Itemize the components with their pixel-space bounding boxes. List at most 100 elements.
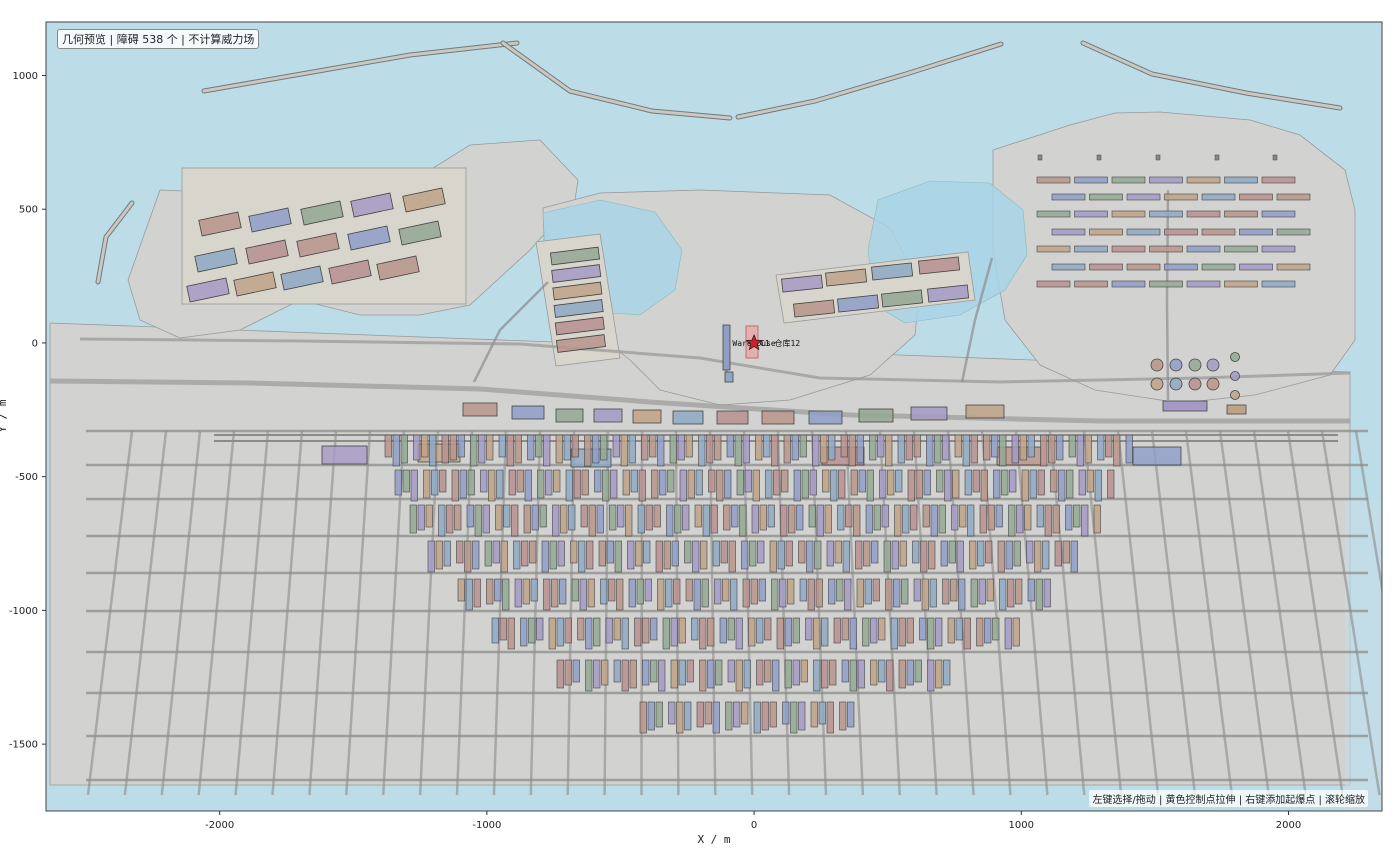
container <box>1015 578 1023 605</box>
building <box>554 316 605 336</box>
container <box>999 434 1007 467</box>
breakwater-fill <box>202 41 519 93</box>
marker-post <box>1096 154 1102 161</box>
container <box>684 701 692 731</box>
container <box>726 434 734 458</box>
container <box>725 701 733 731</box>
container <box>720 540 728 564</box>
container <box>548 617 556 650</box>
y-tick-label: -1500 <box>9 740 38 751</box>
y-tick-label: -1000 <box>9 606 38 617</box>
container <box>787 578 795 605</box>
container <box>736 469 744 496</box>
container <box>578 540 586 573</box>
container <box>821 659 829 689</box>
container <box>651 469 659 499</box>
container <box>761 701 769 731</box>
container <box>986 578 994 602</box>
building <box>825 268 868 287</box>
container <box>502 578 510 611</box>
container <box>707 659 715 689</box>
container <box>751 504 759 534</box>
container <box>722 578 730 602</box>
container <box>410 469 418 502</box>
container <box>983 434 991 461</box>
building <box>1149 245 1183 253</box>
container <box>1070 540 1078 573</box>
container <box>881 504 889 528</box>
map-canvas[interactable]: WarehouseC1 仓库12 <box>49 40 1400 811</box>
container <box>551 578 559 608</box>
container <box>429 434 437 467</box>
storage-tank <box>1188 358 1202 372</box>
container <box>712 701 720 734</box>
container <box>628 434 636 464</box>
container <box>527 434 535 461</box>
building <box>1111 280 1146 288</box>
container <box>984 617 992 644</box>
field-grid-vertical <box>1286 430 1344 796</box>
container <box>496 469 504 499</box>
container <box>629 659 637 689</box>
container <box>612 434 620 458</box>
x-tick-label: 1000 <box>1009 820 1034 831</box>
field-grid-vertical <box>1150 430 1197 796</box>
warehouse <box>511 405 545 420</box>
container <box>798 540 806 564</box>
container <box>719 617 727 644</box>
container <box>488 469 496 502</box>
container <box>993 469 1001 499</box>
container <box>951 504 959 531</box>
container <box>1034 540 1042 573</box>
storage-tank <box>1230 352 1240 362</box>
container <box>628 578 636 608</box>
container <box>964 469 972 496</box>
building <box>1051 228 1086 236</box>
container <box>400 434 408 464</box>
container <box>842 540 850 573</box>
container <box>506 434 514 467</box>
container <box>1027 578 1035 602</box>
container <box>771 578 779 611</box>
building <box>1036 245 1071 253</box>
container <box>723 504 731 531</box>
container <box>712 540 720 567</box>
container <box>584 434 592 467</box>
building <box>1149 176 1183 184</box>
container <box>805 617 813 641</box>
building <box>1111 210 1146 218</box>
container <box>706 434 714 464</box>
container <box>783 434 791 464</box>
container <box>809 469 817 496</box>
container <box>763 434 771 458</box>
container <box>668 701 676 725</box>
container <box>384 434 392 458</box>
container <box>927 659 935 692</box>
container <box>767 504 775 528</box>
container <box>1052 504 1060 534</box>
building <box>398 220 442 246</box>
container <box>523 504 531 534</box>
container <box>687 469 695 499</box>
container <box>556 617 564 647</box>
container <box>715 659 723 686</box>
breakwater-fill <box>501 41 732 120</box>
building <box>1224 280 1258 288</box>
container <box>579 578 587 611</box>
building <box>1224 245 1258 253</box>
container <box>473 578 481 608</box>
container <box>764 617 772 641</box>
container <box>872 578 880 602</box>
container <box>950 578 958 602</box>
container <box>555 434 563 464</box>
container <box>784 659 792 689</box>
field-grid-vertical <box>492 430 508 796</box>
container <box>659 469 667 496</box>
container <box>431 469 439 496</box>
container <box>465 578 473 611</box>
building <box>1224 210 1258 218</box>
building <box>328 259 372 285</box>
building <box>1276 228 1311 236</box>
container <box>873 504 881 531</box>
container <box>863 540 871 567</box>
